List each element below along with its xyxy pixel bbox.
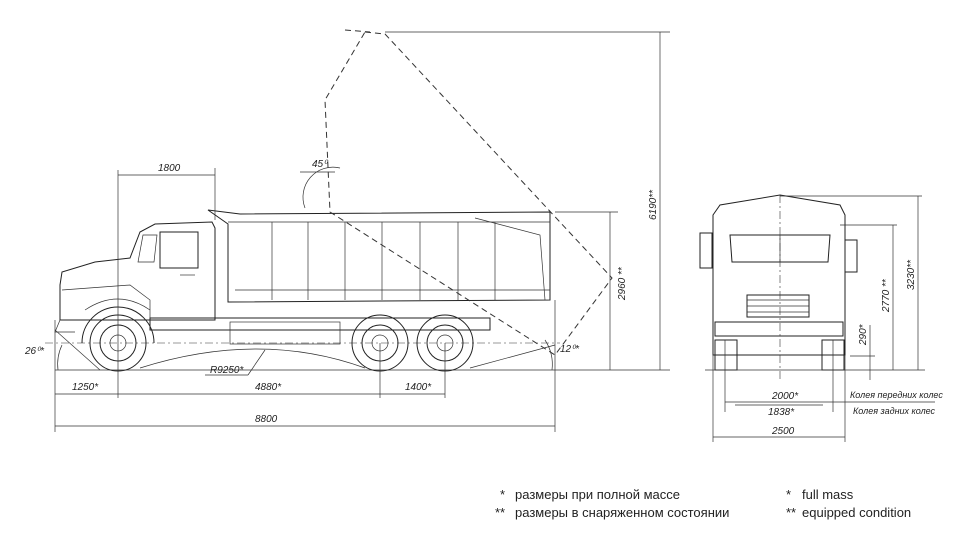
dim-1800: 1800 <box>158 163 181 174</box>
dim-1250: 1250* <box>72 382 99 393</box>
dim-2000: 2000* <box>771 391 799 402</box>
dim-2770: 2770 ** <box>881 278 892 313</box>
dim-3230: 3230** <box>906 259 917 290</box>
legend-ru-equipped: размеры в снаряженном состоянии <box>515 505 730 520</box>
dump-body <box>207 209 551 303</box>
label-front-track: Колея передних колес <box>850 390 943 400</box>
raised-body-outline <box>324 31 613 356</box>
dim-1838: 1838* <box>768 407 795 418</box>
legend-mark: * <box>786 487 792 502</box>
dim-8800: 8800 <box>255 414 278 425</box>
legend-mark: ** <box>495 505 506 520</box>
dim-6190: 6190** <box>648 189 659 220</box>
windshield <box>729 234 831 263</box>
dim-290: 290* <box>858 323 869 346</box>
fuel-tank <box>229 321 341 345</box>
label-rear-track: Колея задних колес <box>853 406 936 416</box>
legend-en-full-mass: full mass <box>802 487 854 502</box>
dim-4880: 4880* <box>255 382 282 393</box>
legend-en-equipped: equipped condition <box>802 505 912 520</box>
dim-tip-angle: 45⁰ <box>312 159 329 170</box>
dim-front-angle: 26⁰* <box>24 346 45 357</box>
right-mirror <box>844 239 858 273</box>
legend-mark: ** <box>786 505 797 520</box>
dim-1400: 1400* <box>405 382 432 393</box>
left-mirror <box>699 232 713 269</box>
front-view: 3230** 2770 ** 290* 2000* 1838* 2500 Кол… <box>699 194 943 442</box>
side-view: 1800 45⁰ 6190** 2960 ** 26⁰* 12⁰* R9250*… <box>24 29 670 432</box>
bumper <box>714 321 844 337</box>
cab <box>54 221 216 333</box>
dim-radius: R9250* <box>210 365 244 376</box>
dim-2500: 2500 <box>771 426 795 437</box>
dim-rear-angle: 12⁰* <box>560 344 580 355</box>
tip-angle-arc <box>302 166 341 209</box>
dim-2960: 2960 ** <box>617 266 628 301</box>
legend-mark: * <box>500 487 506 502</box>
legend-ru-full-mass: размеры при полной массе <box>515 487 681 502</box>
chassis-frame <box>149 317 491 331</box>
